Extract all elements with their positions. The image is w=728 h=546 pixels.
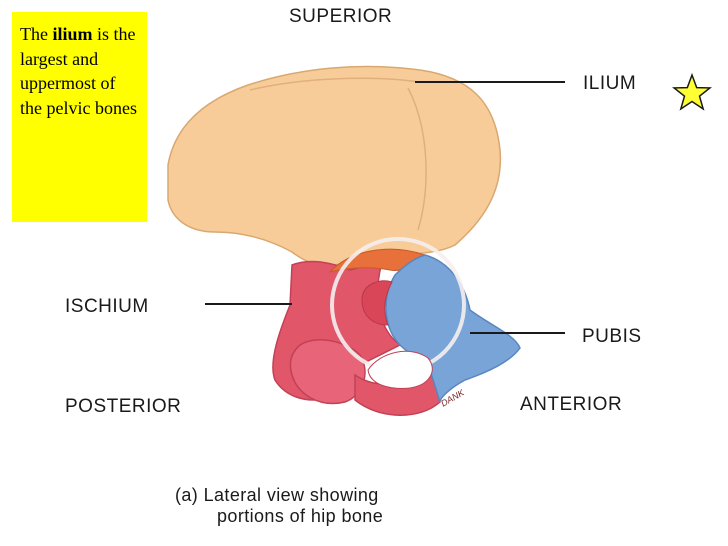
ischial-tuberosity [289,339,366,405]
star-icon [672,73,712,111]
caption-line-2: portions of hip bone [217,506,384,526]
label-ischium: ISCHIUM [65,296,149,317]
ilium-crest-detail [249,77,427,231]
figure-caption: (a) Lateral view showing portions of hip… [175,485,383,527]
acetabular-fossa [361,280,393,326]
label-ilium: ILIUM [583,73,637,94]
label-anterior: ANTERIOR [520,394,623,415]
ilium-region [167,65,502,266]
label-pubis: PUBIS [582,326,642,347]
callout-text: is the largest and uppermost of the pelv… [20,24,137,118]
ilium-callout: The ilium is the largest and uppermost o… [12,12,147,222]
caption-line-1: (a) Lateral view showing [175,485,379,505]
callout-prefix: The [20,24,53,44]
label-posterior: POSTERIOR [65,396,182,417]
label-superior: SUPERIOR [289,6,393,27]
obturator-foramen [367,350,433,389]
callout-bold-term: ilium [52,24,93,44]
